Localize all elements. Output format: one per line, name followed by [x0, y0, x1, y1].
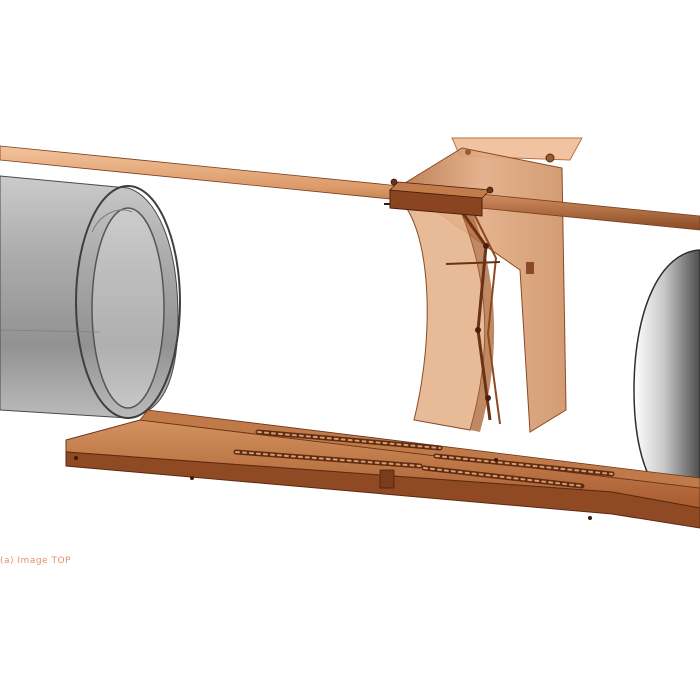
frame-bolt: [74, 456, 78, 460]
clamp-bolt: [390, 178, 398, 186]
clamp-bolt: [486, 186, 494, 194]
view-label: (a) Image TOP: [0, 556, 71, 566]
left-pipe: [0, 175, 181, 419]
frame-bolt: [494, 458, 498, 462]
housing-window: [526, 262, 534, 274]
frame-bolt: [190, 476, 194, 480]
left-pipe-rim-outer: [75, 185, 181, 419]
housing-back-panel: [399, 147, 567, 433]
pivot-pin: [483, 243, 489, 249]
base-frame: [65, 409, 700, 529]
left-pipe-rim-inner: [91, 207, 165, 409]
linkage-crossbar: [445, 261, 501, 265]
pivot-pin: [485, 395, 491, 401]
housing-saddle-face: [398, 199, 486, 431]
rod-clamp: [384, 178, 494, 217]
center-clamp-block: [379, 469, 395, 489]
base-frame-front-face: [65, 451, 700, 529]
center-housing: [398, 137, 583, 433]
frame-bolt: [588, 516, 592, 520]
hinge-pin: [465, 149, 471, 155]
linkage-arm: [460, 211, 492, 421]
hinge-pin: [545, 153, 555, 163]
linkage-arm: [473, 213, 501, 425]
pivot-pin: [475, 327, 481, 333]
